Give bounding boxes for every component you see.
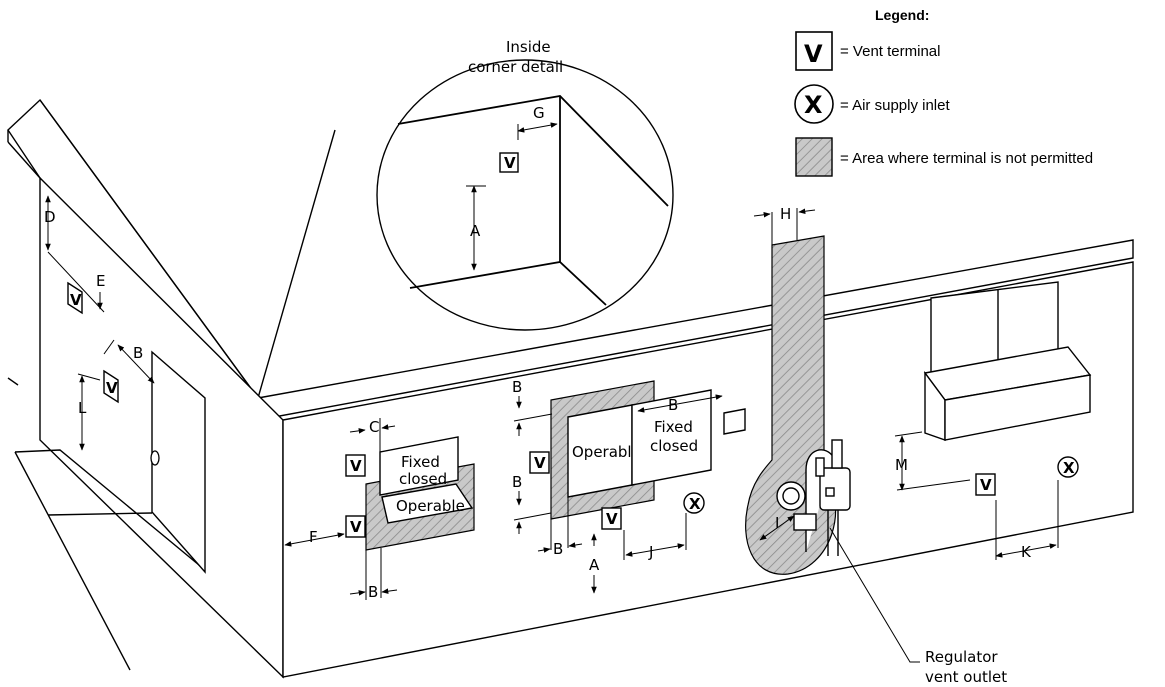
legend: Legend: V = Vent terminal X = Air supply… [794, 7, 1093, 177]
dim-d: D [44, 208, 56, 226]
dim-m: M [895, 456, 908, 474]
legend-vent-symbol [795, 31, 833, 71]
legend-air-symbol [794, 84, 834, 124]
dim-b-w1: B [368, 583, 378, 601]
dim-b-w2-right: B [668, 396, 678, 414]
window-1-fixed-line1: Fixed [401, 453, 440, 471]
gas-meter-regulator: H I Regulator vent outlet [745, 205, 1007, 686]
inset-vent-text: V [504, 154, 516, 172]
window-3: M V X K [894, 281, 1092, 561]
inset-dim-a: A [470, 222, 481, 240]
dim-h: H [780, 205, 791, 223]
legend-area-label: = Area where terminal is not permitted [840, 150, 1093, 167]
window-2-fixed-line2: closed [650, 437, 698, 455]
legend-air-glyph: X [804, 91, 823, 119]
legend-area-symbol [795, 137, 833, 177]
dim-i: I [775, 514, 779, 532]
window-2-fixed-line1: Fixed [654, 418, 693, 436]
dim-b-w2-top: B [512, 378, 522, 396]
inset-vent [499, 152, 519, 173]
legend-vent-glyph: V [804, 40, 823, 68]
window-1-vent-top: V [350, 457, 362, 475]
dim-b-w2-mid: B [512, 473, 522, 491]
inset-dim-g: G [533, 104, 545, 122]
window-2-air-inlet: X [689, 495, 701, 513]
window-3-air-inlet: X [1063, 459, 1075, 477]
door-knob [150, 450, 160, 466]
regulator-label-1: Regulator [925, 648, 998, 666]
side-vent-1: V [70, 291, 82, 309]
dim-l: L [78, 399, 87, 417]
window-2-vent-left: V [534, 454, 546, 472]
window-1-vent-left: V [350, 518, 362, 536]
side-wall-vents: D V E B V L [44, 195, 155, 451]
window-2: Operable Fixed closed B B V B V B A X J [512, 378, 746, 594]
inside-corner-inset: Inside corner detail G V A [376, 38, 674, 331]
dim-e: E [96, 272, 105, 290]
inset-title-2: corner detail [468, 58, 563, 76]
dim-b-w2-bottom: B [553, 540, 563, 558]
dim-j: J [648, 543, 653, 561]
side-vent-2: V [106, 379, 118, 397]
window-1-operable: Operable [396, 497, 465, 515]
dim-a-front: A [589, 556, 600, 574]
dim-f: F [309, 528, 318, 546]
dim-k: K [1021, 543, 1032, 561]
window-2-operable: Operable [572, 443, 641, 461]
window-3-vent: V [980, 476, 992, 494]
legend-vent-label: = Vent terminal [840, 43, 940, 60]
legend-title: Legend: [875, 7, 929, 23]
window-1: Fixed closed Operable C V V F B [284, 418, 475, 601]
inset-title-1: Inside [506, 38, 551, 56]
dim-b-side: B [133, 344, 143, 362]
legend-air-label: = Air supply inlet [840, 97, 950, 114]
window-2-vent-bottom: V [606, 510, 618, 528]
window-1-fixed-line2: closed [399, 470, 447, 488]
dim-c: C [369, 418, 379, 436]
regulator-label-2: vent outlet [925, 668, 1007, 686]
